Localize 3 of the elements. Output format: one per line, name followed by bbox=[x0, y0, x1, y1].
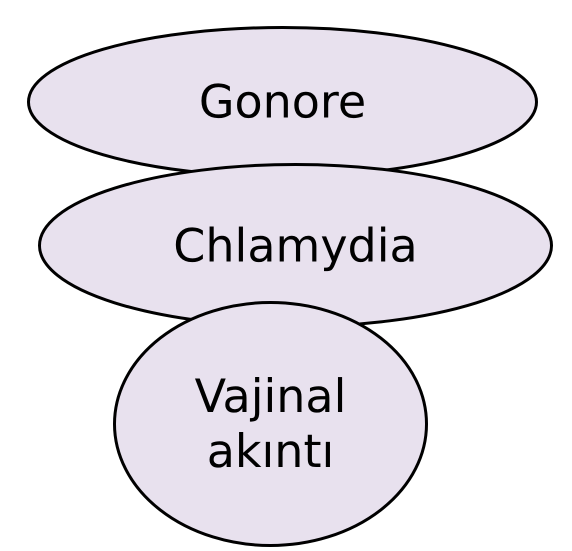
node-label: Gonore bbox=[198, 74, 368, 130]
node-label: Chlamydia bbox=[172, 218, 419, 274]
node-label: Vajinal akıntı bbox=[194, 368, 348, 480]
